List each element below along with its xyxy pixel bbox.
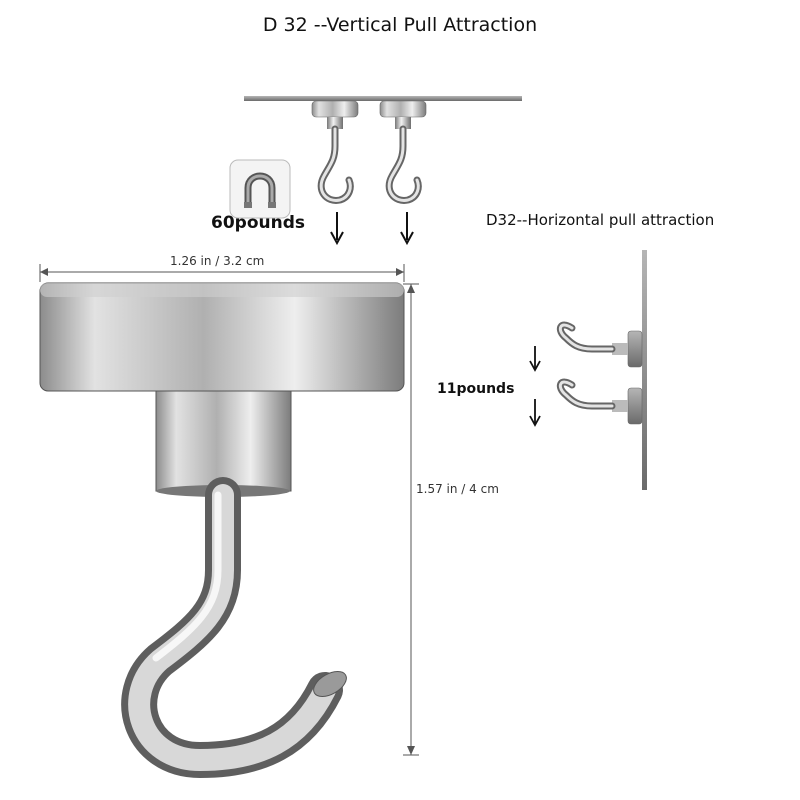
wall-plate (642, 250, 647, 490)
down-arrow-icon (529, 399, 541, 427)
horizontal-pull-title: D32--Horizontal pull attraction (486, 211, 715, 229)
height-dimension-label: 1.57 in / 4 cm (416, 482, 499, 496)
diameter-dimension-label: 1.26 in / 3.2 cm (170, 254, 265, 268)
horseshoe-magnet-icon (229, 159, 291, 219)
ceiling-plate (244, 96, 522, 101)
horizontal-force-label: 11pounds (437, 381, 515, 397)
height-dimension-line (403, 283, 419, 756)
small-hook-horizontal-top (556, 321, 643, 368)
small-hook-horizontal-bottom (556, 378, 643, 425)
vertical-pull-title: D 32 --Vertical Pull Attraction (262, 14, 538, 36)
small-hook-vertical-right (379, 100, 427, 204)
small-hook-vertical-left (311, 100, 359, 204)
large-magnet-hook (39, 282, 405, 779)
down-arrow-icon (400, 212, 414, 246)
down-arrow-icon (330, 212, 344, 246)
down-arrow-icon (529, 346, 541, 372)
diameter-dimension-line (39, 264, 405, 282)
